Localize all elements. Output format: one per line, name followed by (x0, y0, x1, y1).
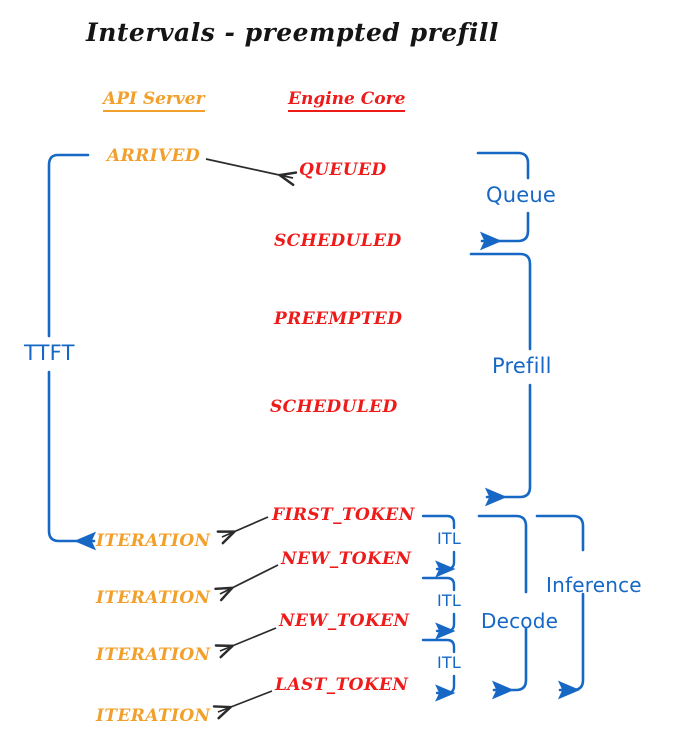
event-preempted: PREEMPTED (274, 309, 403, 329)
arrow-first-token-to-iteration (216, 516, 269, 545)
bracket-prefill (469, 252, 532, 507)
event-queued: QUEUED (299, 160, 387, 180)
bracket-queue (476, 151, 530, 251)
column-header-api-server: API Server (103, 90, 205, 112)
event-scheduled-1: SCHEDULED (274, 231, 402, 251)
column-header-engine-core: Engine Core (288, 90, 406, 112)
bracket-inference (535, 514, 585, 700)
event-new-token-2: NEW_TOKEN (279, 611, 410, 631)
interval-label-itl-2: ITL (437, 591, 462, 610)
interval-label-ttft: TTFT (24, 341, 75, 365)
interval-label-decode: Decode (481, 609, 559, 633)
arrow-last-token-to-iteration (212, 690, 273, 720)
event-new-token-1: NEW_TOKEN (281, 549, 412, 569)
interval-label-queue: Queue (486, 183, 556, 207)
interval-label-itl-1: ITL (437, 529, 462, 548)
interval-label-itl-3: ITL (437, 653, 462, 672)
bracket-itl-1 (421, 514, 456, 578)
event-scheduled-2: SCHEDULED (270, 397, 398, 417)
arrow-new-token-2-to-iteration (214, 627, 277, 659)
event-iteration-4: ITERATION (96, 706, 211, 726)
arrow-arrived-to-queued (205, 158, 298, 187)
bracket-itl-2 (421, 576, 456, 640)
bracket-itl-3 (421, 638, 456, 702)
bracket-decode (477, 514, 528, 700)
event-iteration-3: ITERATION (96, 645, 211, 665)
event-last-token: LAST_TOKEN (275, 675, 409, 695)
page-title: Intervals - preempted prefill (86, 18, 499, 47)
event-arrived: ARRIVED (107, 146, 201, 166)
interval-label-inference: Inference (546, 573, 642, 597)
event-iteration-1: ITERATION (96, 531, 211, 551)
event-first-token: FIRST_TOKEN (272, 505, 415, 525)
interval-label-prefill: Prefill (492, 354, 552, 378)
arrow-new-token-1-to-iteration (214, 564, 279, 602)
bracket-ttft (47, 153, 97, 551)
event-iteration-2: ITERATION (96, 588, 211, 608)
